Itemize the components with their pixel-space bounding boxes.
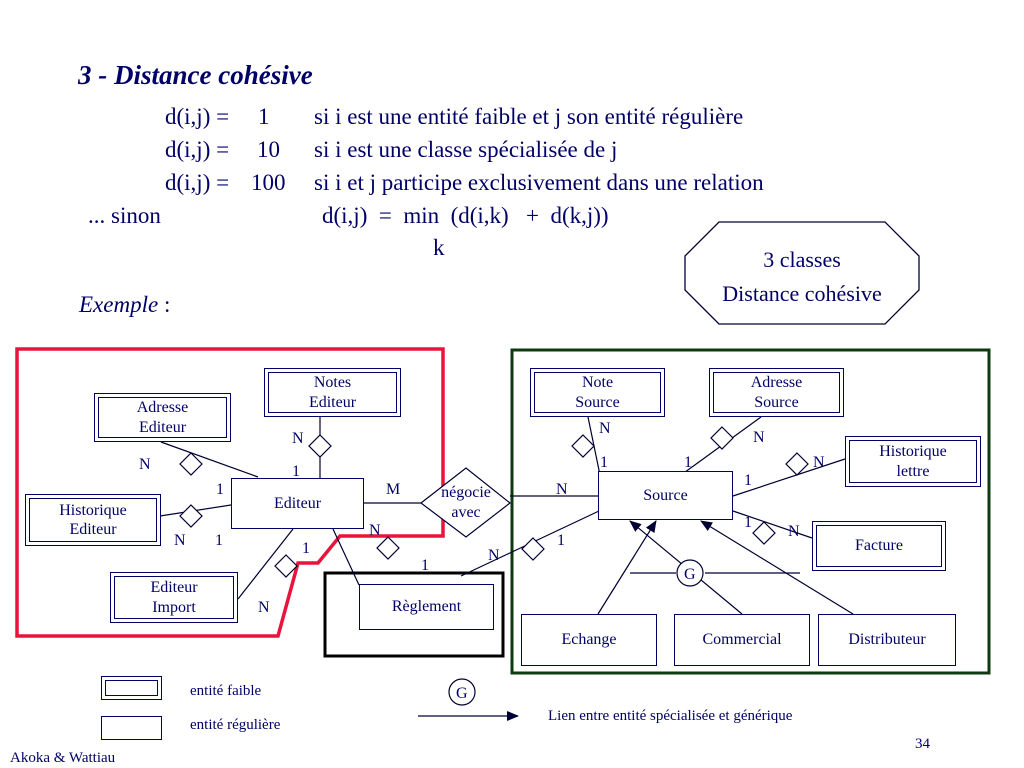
legend-generalization-label: Lien entre entité spécialisée et génériq… (548, 708, 793, 724)
card-historique-1: 1 (215, 532, 223, 549)
entity-notes-editeur: Notes Editeur (264, 368, 401, 417)
entity-label: Source (643, 486, 688, 504)
legend-weak-symbol (101, 676, 162, 700)
card-source-reglement-n: N (488, 547, 500, 564)
generalization-marker: G (684, 566, 696, 583)
entity-label: Historique Editeur (59, 501, 127, 538)
otherwise-formula: d(i,j) = min (d(i,k) + d(k,j)) (322, 203, 609, 228)
rule-text-1: si i est une entité faible et j son enti… (314, 104, 744, 129)
entity-label: Facture (855, 537, 903, 555)
entity-label: Distributeur (848, 631, 926, 649)
link-diamond-editeur-import (274, 554, 298, 578)
card-facture-n: N (788, 523, 800, 540)
entity-source: Source (598, 471, 733, 520)
slide-title: 3 - Distance cohésive (78, 60, 313, 90)
card-note-source-1: 1 (600, 454, 608, 471)
entity-editeur-import: Editeur Import (110, 572, 238, 623)
entity-label: Règlement (391, 598, 462, 616)
link-diamond-historique-editeur (179, 504, 203, 528)
card-adresse-n: N (139, 456, 151, 473)
entity-facture: Facture (812, 521, 946, 571)
entity-adresse-editeur: Adresse Editeur (94, 393, 231, 442)
rule-lhs-2: d(i,j) = (165, 137, 230, 162)
legend-regular-symbol (101, 716, 162, 740)
entity-adresse-source: Adresse Source (709, 368, 844, 417)
generalization-circle (676, 559, 704, 587)
entity-historique-lettre: Historique lettre (845, 436, 981, 487)
card-historique-lettre-n: N (813, 454, 825, 471)
card-adresse-1: 1 (216, 481, 224, 498)
link-diamond-notes-editeur (308, 434, 332, 458)
link-diamond-adresse-editeur (179, 452, 203, 476)
legend-regular-label: entité régulière (190, 717, 281, 733)
rule-lhs-1: d(i,j) = (165, 104, 230, 129)
card-adresse-source-1: 1 (684, 454, 692, 471)
entity-label: Note Source (575, 374, 620, 411)
card-adresse-source-n: N (753, 429, 765, 446)
card-import-n: N (258, 599, 270, 616)
link-diamond-source-reglement (521, 537, 545, 561)
example-label: Exemple : (79, 292, 171, 317)
callout-line1: 3 classes (763, 247, 841, 272)
legend-generalization-marker: G (456, 685, 468, 702)
source-group-outline (510, 348, 991, 675)
relation-label-line1: négocie (441, 484, 491, 501)
otherwise-prefix: ... sinon (88, 203, 161, 228)
rule-text-3: si i et j participe exclusivement dans u… (314, 170, 764, 195)
card-note-source-n: N (599, 420, 611, 437)
otherwise-subscript: k (433, 235, 445, 260)
entity-distributeur: Distributeur (818, 614, 956, 666)
relation-diamond (420, 467, 511, 538)
link-diamond-historique-lettre (785, 452, 809, 476)
author-credit: Akoka & Wattiau (10, 750, 116, 766)
page-number: 34 (915, 736, 930, 752)
callout-octagon (684, 221, 920, 325)
entity-label: Adresse Source (750, 374, 803, 411)
entity-label: Historique lettre (879, 443, 947, 480)
card-negocie-n: N (556, 481, 568, 498)
card-notes-1: 1 (292, 463, 300, 480)
legend-generalization-circle (448, 678, 476, 706)
card-historique-n: N (174, 532, 186, 549)
rule-value-1: 1 (258, 104, 270, 129)
card-facture-1: 1 (744, 514, 752, 531)
entity-commercial: Commercial (674, 614, 810, 666)
entity-echange: Echange (521, 614, 657, 666)
rule-value-2: 10 (257, 137, 280, 162)
callout-line2: Distance cohésive (722, 281, 882, 307)
entity-label: Editeur Import (150, 579, 198, 616)
entity-label: Adresse Editeur (136, 399, 189, 436)
entity-historique-editeur: Historique Editeur (25, 494, 161, 546)
card-import-1: 1 (302, 540, 310, 557)
legend-weak-label: entité faible (190, 683, 262, 699)
reglement-group-outline (323, 571, 505, 658)
link-diamond-facture (752, 521, 776, 545)
card-reglement-n: N (369, 522, 381, 539)
entity-label: Editeur (273, 494, 322, 512)
entity-label: Commercial (702, 631, 782, 649)
entity-label: Echange (561, 631, 617, 649)
card-negocie-m: M (386, 481, 400, 498)
card-reglement-1: 1 (421, 557, 429, 574)
entity-label: Notes Editeur (308, 374, 357, 411)
link-diamond-note-source (571, 434, 595, 458)
entity-reglement: Règlement (359, 584, 494, 630)
card-notes-n: N (292, 430, 304, 447)
rule-text-2: si i est une classe spécialisée de j (314, 137, 618, 162)
entity-editeur: Editeur (231, 478, 364, 529)
rule-value-3: 100 (251, 170, 286, 195)
rule-lhs-3: d(i,j) = (165, 170, 230, 195)
card-historique-lettre-1: 1 (744, 472, 752, 489)
link-diamond-adresse-source (710, 426, 734, 450)
relation-label-line2: avec (451, 504, 481, 521)
relation-label: négocie avec (421, 483, 511, 523)
weak-entity-group-outline (15, 347, 445, 638)
callout-text: 3 classes Distance cohésive (685, 243, 919, 311)
link-diamond-reglement (376, 536, 400, 560)
entity-note-source: Note Source (530, 368, 665, 417)
card-source-reglement-1: 1 (557, 532, 565, 549)
